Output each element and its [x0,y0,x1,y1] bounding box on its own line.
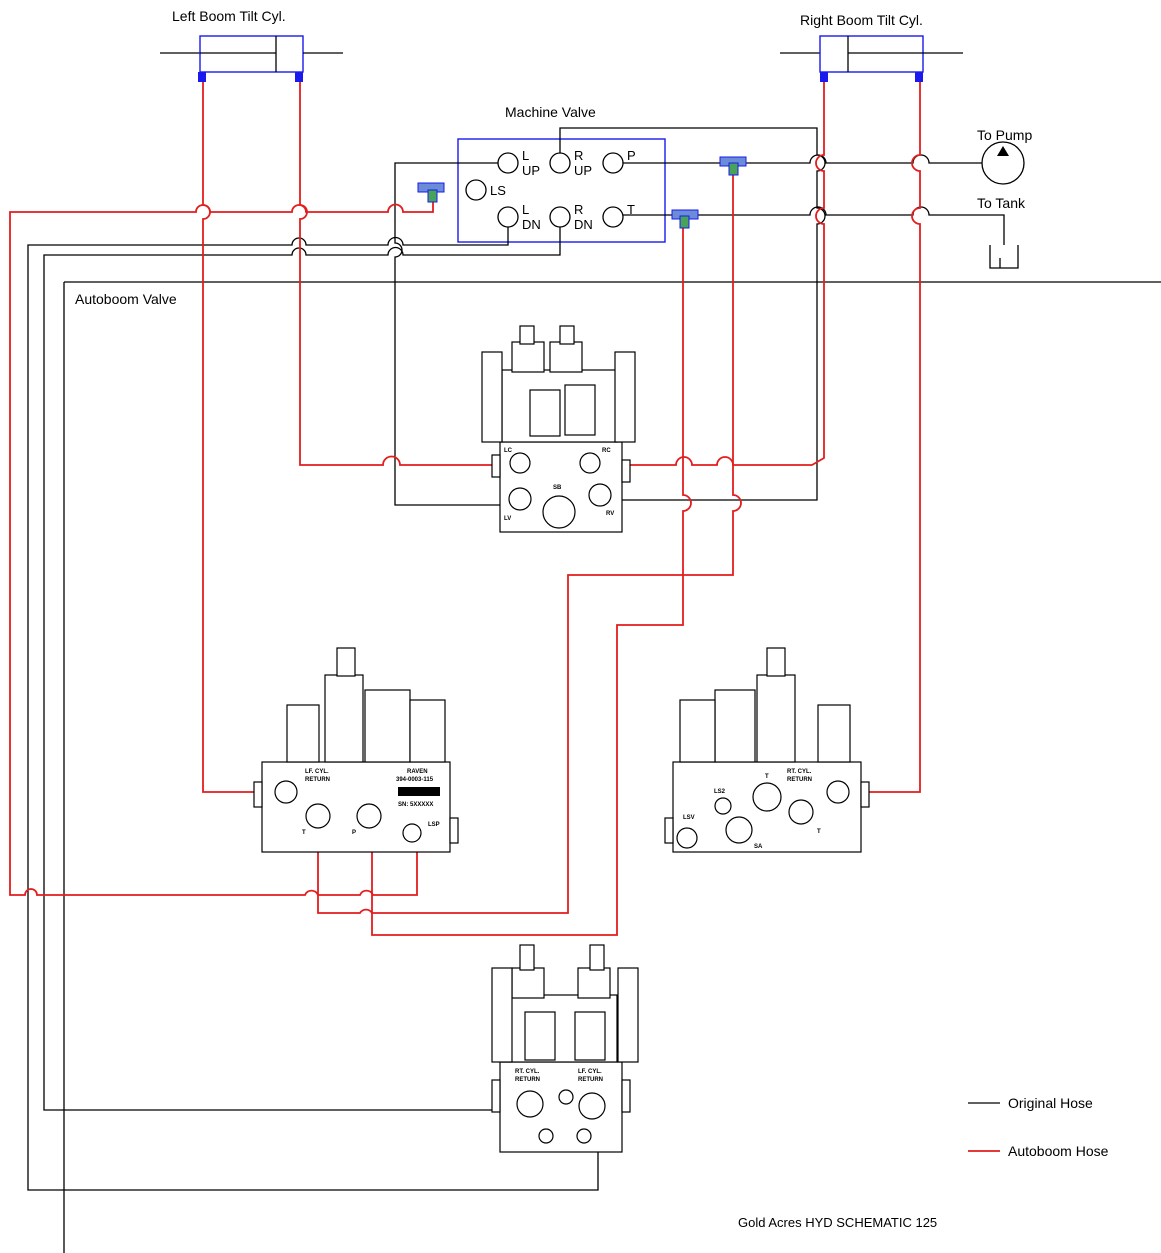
svg-text:DN: DN [574,217,593,232]
svg-text:RV: RV [606,511,614,517]
svg-text:LV: LV [504,516,511,522]
svg-text:T: T [765,774,769,780]
svg-text:DN: DN [522,217,541,232]
svg-text:RT. CYL.: RT. CYL. [515,1069,540,1075]
svg-text:RETURN: RETURN [578,1077,603,1083]
svg-text:LSP: LSP [428,822,440,828]
machine-valve: Machine Valve L UP R UP P LS L DN R DN T [457,104,666,243]
right-cylinder-label: Right Boom Tilt Cyl. [800,12,923,28]
tank-symbol: To Tank [977,195,1026,269]
legend-autoboom-hose: Autoboom Hose [1008,1143,1109,1159]
schematic-footer: Gold Acres HYD SCHEMATIC 125 [738,1215,937,1230]
svg-text:LS2: LS2 [714,789,726,795]
svg-text:L: L [522,202,529,217]
legend-original-hose: Original Hose [1008,1095,1093,1111]
original-hoses [27,127,1005,1191]
left-boom-tilt-cylinder: Left Boom Tilt Cyl. [160,8,343,82]
svg-text:LS: LS [490,183,506,198]
svg-text:To Pump: To Pump [977,127,1032,143]
right-valve-block: RT. CYL. RETURN T LS2 LSV SA T [664,647,870,853]
svg-text:LF. CYL.: LF. CYL. [305,769,329,775]
legend: Original Hose Autoboom Hose [968,1095,1109,1159]
svg-text:RETURN: RETURN [305,777,330,783]
svg-text:RT. CYL.: RT. CYL. [787,769,812,775]
autoboom-valve-frame: Autoboom Valve [63,281,1161,1253]
autoboom-hoses [9,82,921,936]
svg-text:T: T [817,829,821,835]
svg-text:LC: LC [504,448,513,454]
svg-text:RETURN: RETURN [787,777,812,783]
svg-text:394-0003-115: 394-0003-115 [396,777,434,783]
top-valve-block: LC RC SB LV RV [481,325,636,533]
svg-text:T: T [627,202,635,217]
svg-text:To Tank: To Tank [977,195,1026,211]
machine-valve-title: Machine Valve [505,104,596,120]
svg-text:R: R [574,202,583,217]
svg-text:RETURN: RETURN [515,1077,540,1083]
svg-text:L: L [522,148,529,163]
svg-text:RC: RC [602,448,611,454]
left-cylinder-label: Left Boom Tilt Cyl. [172,8,286,24]
svg-text:SA: SA [754,844,763,850]
bottom-valve-block: RT. CYL. RETURN LF. CYL. RETURN [491,944,639,1153]
right-boom-tilt-cylinder: Right Boom Tilt Cyl. [780,12,963,82]
svg-text:LSV: LSV [683,815,695,821]
svg-text:SB: SB [553,485,562,491]
svg-text:LF. CYL.: LF. CYL. [578,1069,602,1075]
svg-text:UP: UP [574,163,592,178]
svg-text:R: R [574,148,583,163]
svg-text:P: P [627,148,636,163]
pump-symbol: To Pump [977,127,1032,185]
tee-fittings [417,156,747,229]
svg-text:P: P [352,830,356,836]
svg-text:UP: UP [522,163,540,178]
svg-text:RAVEN: RAVEN [407,769,428,775]
autoboom-valve-label: Autoboom Valve [75,291,177,307]
svg-text:T: T [302,830,306,836]
svg-text:SN: 5XXXXX: SN: 5XXXXX [398,802,433,808]
left-valve-block: LF. CYL. RETURN RAVEN 394-0003-115 SN: 5… [253,647,459,853]
